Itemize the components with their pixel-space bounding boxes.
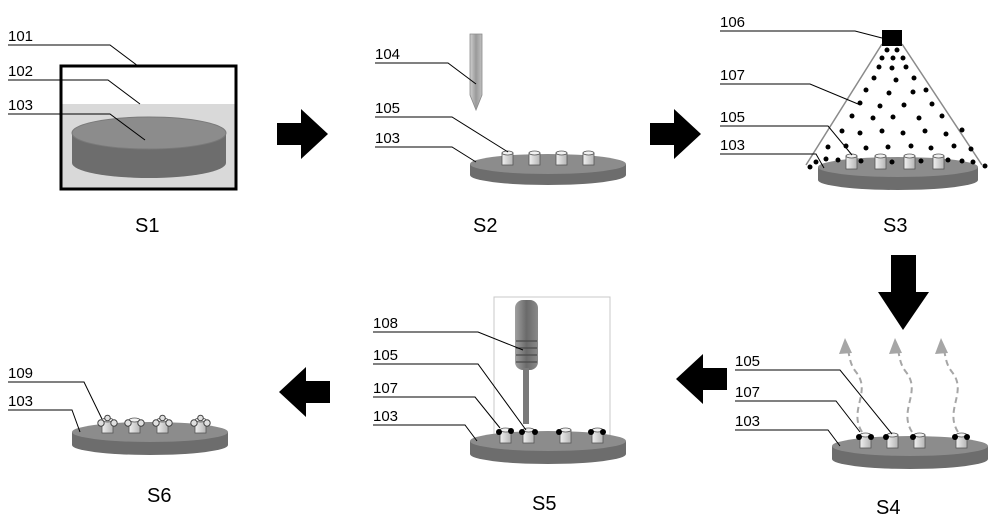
leader-103-s3 xyxy=(720,153,825,169)
leader-102 xyxy=(8,79,141,105)
probe-tip xyxy=(523,368,529,424)
step-label-s1: S1 xyxy=(135,215,159,237)
leader-109 xyxy=(8,381,103,420)
post xyxy=(910,432,926,449)
label-105-s2: 105 xyxy=(375,100,400,117)
label-103-s4: 103 xyxy=(735,413,760,430)
post xyxy=(556,427,572,444)
leader-107-s4 xyxy=(735,400,861,433)
arrow-s4-s5-icon xyxy=(676,354,727,404)
post xyxy=(124,417,145,434)
post-array xyxy=(845,153,945,170)
probe-icon xyxy=(515,300,538,370)
label-107-s4: 107 xyxy=(735,384,760,401)
post xyxy=(97,414,118,434)
label-105-s3: 105 xyxy=(720,109,745,126)
substrate-disk-top xyxy=(71,116,227,150)
spray-cone-left xyxy=(805,43,883,166)
post xyxy=(874,153,887,170)
post xyxy=(932,153,945,170)
substrate-disk-top xyxy=(818,157,978,177)
label-102: 102 xyxy=(8,63,33,80)
label-105-s5: 105 xyxy=(373,347,398,364)
arrow-s5-s6-icon xyxy=(279,367,330,417)
step-label-s3: S3 xyxy=(883,215,907,237)
leader-101 xyxy=(8,44,139,67)
panel-s2: 104 105 103 S2 xyxy=(375,33,626,237)
leader-105-s2 xyxy=(375,116,509,153)
post-array xyxy=(496,427,606,444)
post xyxy=(152,414,173,434)
leader-105-s3 xyxy=(720,125,853,156)
panel-s1: 101 102 103 S1 xyxy=(8,28,238,237)
label-101: 101 xyxy=(8,28,33,45)
leader-104 xyxy=(375,62,477,85)
label-103-s3: 103 xyxy=(720,137,745,154)
needle-icon xyxy=(469,33,483,112)
spray-droplets xyxy=(807,47,988,170)
leader-103-s2 xyxy=(375,146,477,163)
post xyxy=(519,427,538,444)
leader-107-s5 xyxy=(373,396,501,429)
substrate-disk-top xyxy=(470,154,626,174)
post xyxy=(528,150,541,166)
panel-s3: 106 107 105 103 S3 xyxy=(720,14,988,237)
step-label-s2: S2 xyxy=(473,215,497,237)
leader-106 xyxy=(720,30,883,39)
post xyxy=(588,427,606,444)
post-array xyxy=(856,432,970,449)
post xyxy=(555,150,568,166)
leader-108 xyxy=(373,331,524,351)
label-103-s6: 103 xyxy=(8,393,33,410)
label-105-s4: 105 xyxy=(735,353,760,370)
label-103-s5: 103 xyxy=(373,408,398,425)
arrow-s2-s3-icon xyxy=(650,109,701,159)
container-box xyxy=(59,64,238,191)
post xyxy=(952,432,970,449)
label-107-s5: 107 xyxy=(373,380,398,397)
panel-s6: 109 103 S6 xyxy=(8,365,228,507)
vapor-arrowheads xyxy=(839,338,948,354)
label-108: 108 xyxy=(373,315,398,332)
post xyxy=(856,432,874,449)
post xyxy=(582,150,595,166)
probe-frame xyxy=(493,296,611,450)
label-107-s3: 107 xyxy=(720,67,745,84)
leader-103-s5 xyxy=(373,424,478,442)
post xyxy=(190,414,211,434)
leader-103-s6 xyxy=(8,409,81,433)
step-label-s6: S6 xyxy=(147,485,171,507)
leader-105-s4 xyxy=(735,369,893,435)
arrow-s1-s2-icon xyxy=(277,109,328,159)
leader-107-s3 xyxy=(720,83,859,105)
leader-103-s4 xyxy=(735,429,841,447)
spray-cone-right xyxy=(901,43,983,166)
post xyxy=(845,153,858,170)
post xyxy=(883,432,899,449)
label-103-s1: 103 xyxy=(8,97,33,114)
post xyxy=(501,150,514,166)
step-label-s4: S4 xyxy=(876,497,900,519)
panel-s5: 108 105 107 103 S5 xyxy=(373,296,626,515)
label-106: 106 xyxy=(720,14,745,31)
post-array xyxy=(97,414,211,434)
nozzle-icon xyxy=(882,30,902,46)
label-103-s2: 103 xyxy=(375,130,400,147)
leader-103-s1 xyxy=(8,113,146,141)
step-label-s5: S5 xyxy=(532,493,556,515)
post xyxy=(903,153,916,170)
label-109: 109 xyxy=(8,365,33,382)
leader-105-s5 xyxy=(373,363,527,431)
label-104: 104 xyxy=(375,46,400,63)
post-array xyxy=(501,150,595,166)
panel-s4: 105 107 103 S4 xyxy=(735,338,988,519)
arrow-s3-s4-icon xyxy=(878,255,929,330)
vapor-arrows-icon xyxy=(845,343,959,433)
post xyxy=(496,427,514,444)
